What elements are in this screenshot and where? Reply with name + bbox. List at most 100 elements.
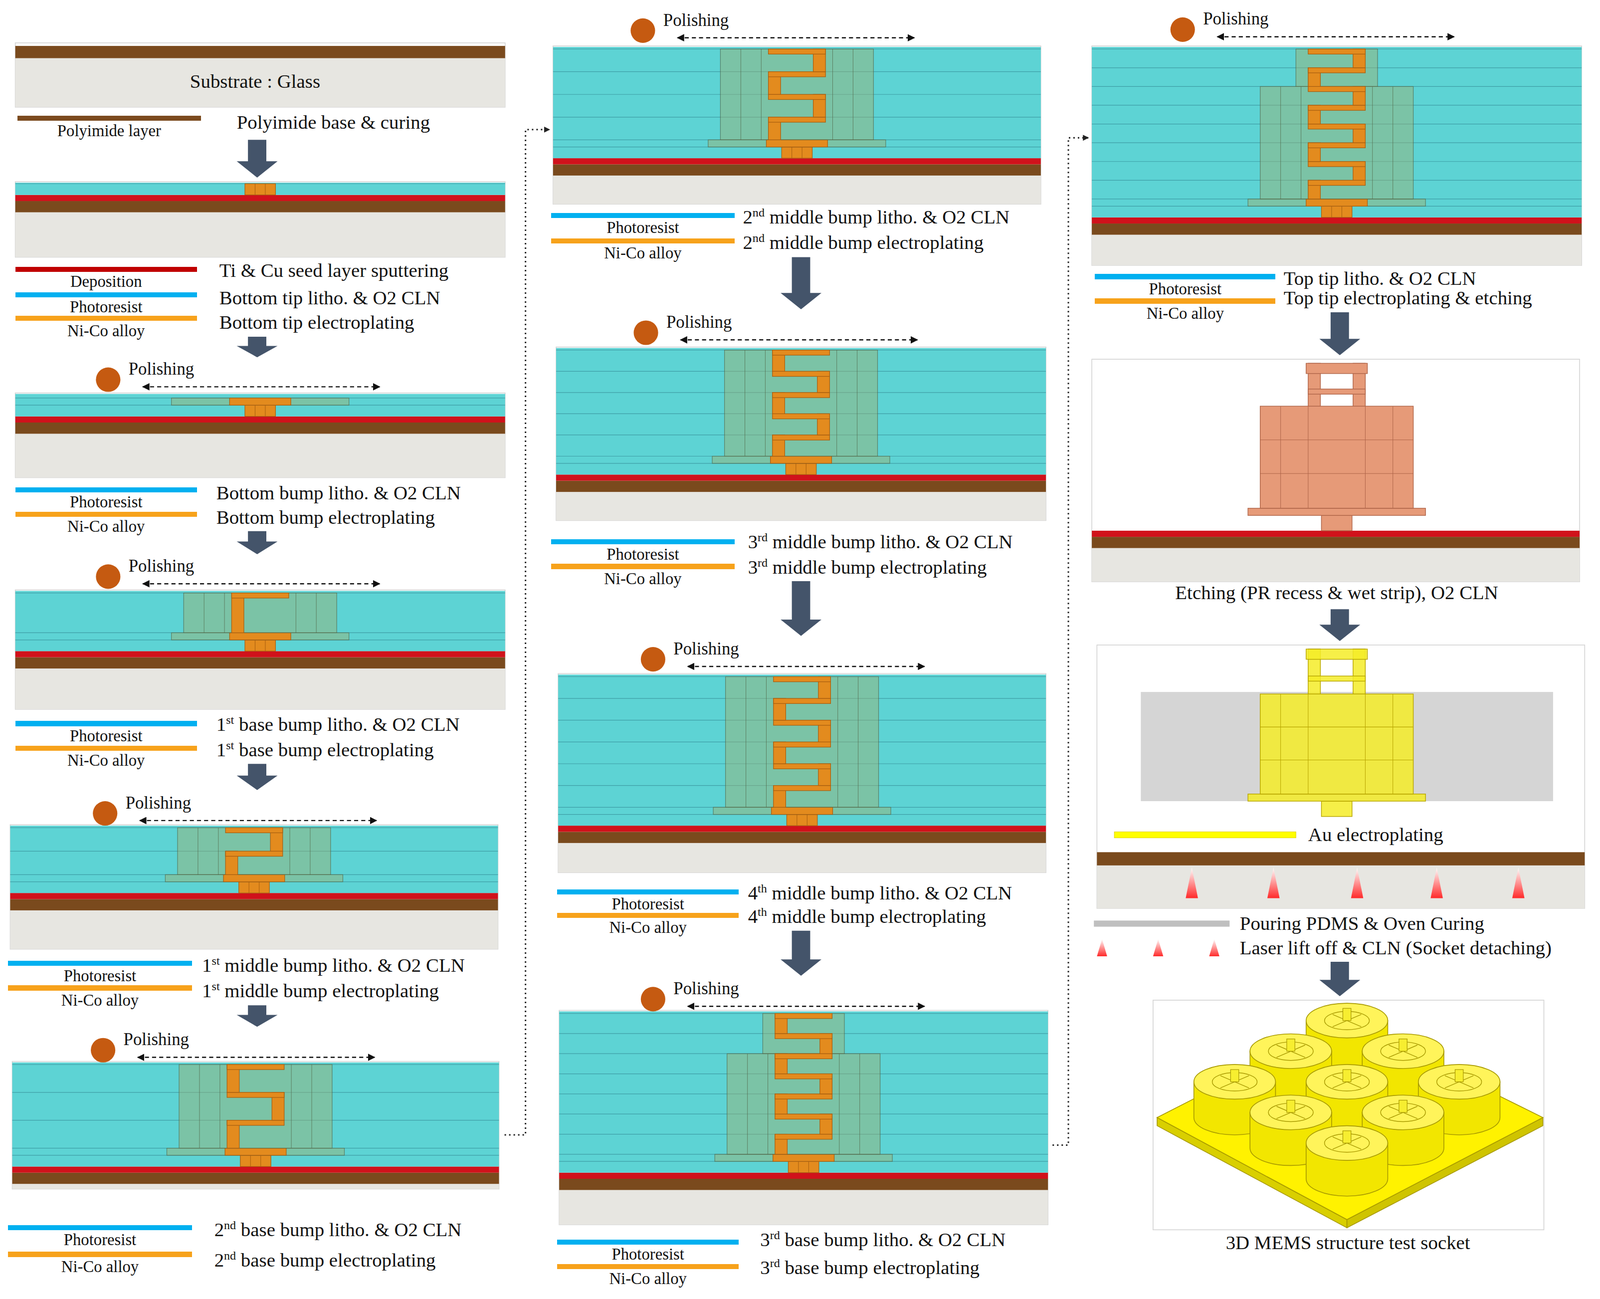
step-label: 3rd base bump electroplating <box>760 1257 980 1278</box>
tip-stripe <box>796 814 798 826</box>
polishing-label: Polishing <box>128 557 195 576</box>
tip-stripe <box>801 147 803 159</box>
base-bump-edge <box>199 1064 200 1149</box>
bottom-bump-core <box>766 139 828 147</box>
block-edge <box>1260 726 1414 728</box>
bottom-bump <box>1247 508 1426 516</box>
block-edge <box>1280 405 1281 509</box>
dotted-connector <box>504 129 550 1135</box>
polyimide-layer <box>9 898 498 911</box>
spring-bar <box>775 1033 833 1039</box>
probe-tip <box>1342 1069 1351 1082</box>
polishing-pad <box>95 367 121 393</box>
substrate-label: Substrate : Glass <box>190 71 321 92</box>
base-bump-edge <box>1392 86 1394 200</box>
spring-bar <box>772 350 830 356</box>
legend-label: Photoresist <box>611 895 684 913</box>
base-bump-edge <box>311 1064 313 1149</box>
bottom-bump <box>712 456 890 464</box>
cylinder-top <box>1306 1125 1389 1161</box>
block-edge <box>1307 405 1309 509</box>
step-label: Etching (PR recess & wet strip), O2 CLN <box>1175 583 1499 603</box>
legend-label: Ni-Co alloy <box>1146 305 1224 322</box>
polishing-pad <box>640 646 666 672</box>
tip-stripe <box>258 881 260 894</box>
block-edge <box>1260 439 1414 440</box>
glass-substrate <box>1091 234 1582 266</box>
block-edge <box>1365 693 1366 794</box>
process-step: 3rd base bump litho. & O2 CLN 3rd base bu… <box>556 977 1051 1279</box>
spring-bar <box>1308 105 1366 111</box>
glass-substrate <box>1096 865 1585 909</box>
photoresist-stack <box>553 46 1041 159</box>
base-bump-edge <box>837 676 838 807</box>
legend-label: Photoresist <box>1149 280 1222 298</box>
flow-arrow <box>236 531 278 555</box>
tip-stripe <box>264 404 266 417</box>
legend-label: Photoresist <box>606 219 679 236</box>
photoresist-lines <box>12 1064 500 1156</box>
photoresist-lines <box>1091 48 1582 206</box>
base-bump-edge <box>1372 86 1373 200</box>
flow-arrow <box>236 1004 278 1027</box>
probe-tip <box>1230 1069 1239 1082</box>
bottom-bump <box>165 874 343 882</box>
panel-frame <box>1091 45 1582 266</box>
legend-label: Deposition <box>70 273 143 290</box>
legend-swatch <box>557 1263 739 1269</box>
polishing-direction <box>137 1056 375 1058</box>
base-bump-edge <box>745 676 747 807</box>
tip-stripe <box>264 639 266 652</box>
step-label: 3rd middle bump litho. & O2 CLN <box>748 532 1013 552</box>
probe-tip <box>1342 1130 1351 1144</box>
photoresist-stack <box>12 1062 500 1167</box>
seed-layer <box>1091 217 1582 224</box>
step-label: 3rd base bump litho. & O2 CLN <box>760 1229 1006 1250</box>
photoresist-lines <box>15 593 506 640</box>
spring-bar <box>775 1113 833 1119</box>
bottom-bump-core <box>770 456 832 464</box>
legend-swatch <box>15 745 198 751</box>
spring-bar <box>768 94 826 100</box>
base-bump-edge <box>836 350 837 457</box>
base-block <box>1260 405 1414 509</box>
cylinder-top <box>1306 1064 1389 1100</box>
seed-layer <box>15 195 506 201</box>
socket-illustration <box>1153 1000 1545 1230</box>
base-bump-edge <box>747 1053 748 1155</box>
legend-swatch <box>17 115 201 121</box>
spring-bar <box>1308 86 1366 92</box>
bottom-bump <box>167 1148 345 1156</box>
photoresist-stack <box>1091 46 1582 218</box>
base-bump <box>177 827 331 875</box>
photoresist-stack <box>559 1010 1048 1173</box>
dotted-connector <box>1052 137 1089 1145</box>
step-label: Pouring PDMS & Oven Curing <box>1239 913 1485 934</box>
bottom-bump <box>171 632 350 640</box>
bottom-tip <box>238 881 270 894</box>
legend-swatch <box>15 266 198 272</box>
base-bump <box>720 48 874 140</box>
laser-beam <box>1512 867 1525 898</box>
legend-swatch <box>551 238 735 244</box>
legend-label: Photoresist <box>611 1245 684 1263</box>
base-bump <box>725 676 879 807</box>
bottom-bump-core <box>229 398 291 405</box>
spring-bar <box>775 1013 833 1019</box>
polishing-pad <box>1170 17 1196 42</box>
bottom-bump-core <box>224 1148 287 1156</box>
legend-swatch <box>7 960 192 966</box>
panel-frame <box>9 824 498 950</box>
probe-tip <box>1399 1038 1407 1052</box>
base-bump-edge <box>309 827 311 875</box>
flow-arrow <box>1319 608 1361 641</box>
spring-bar <box>1308 124 1366 130</box>
step-label: 1st middle bump electroplating <box>201 981 439 1001</box>
laser-beam <box>1351 867 1364 898</box>
bottom-tip <box>1321 800 1352 817</box>
spring-bar <box>773 676 831 682</box>
spring-bar <box>225 850 283 856</box>
tip-stripe <box>798 1161 799 1173</box>
polyimide-layer <box>12 1172 500 1185</box>
polishing-label: Polishing <box>123 1030 190 1049</box>
